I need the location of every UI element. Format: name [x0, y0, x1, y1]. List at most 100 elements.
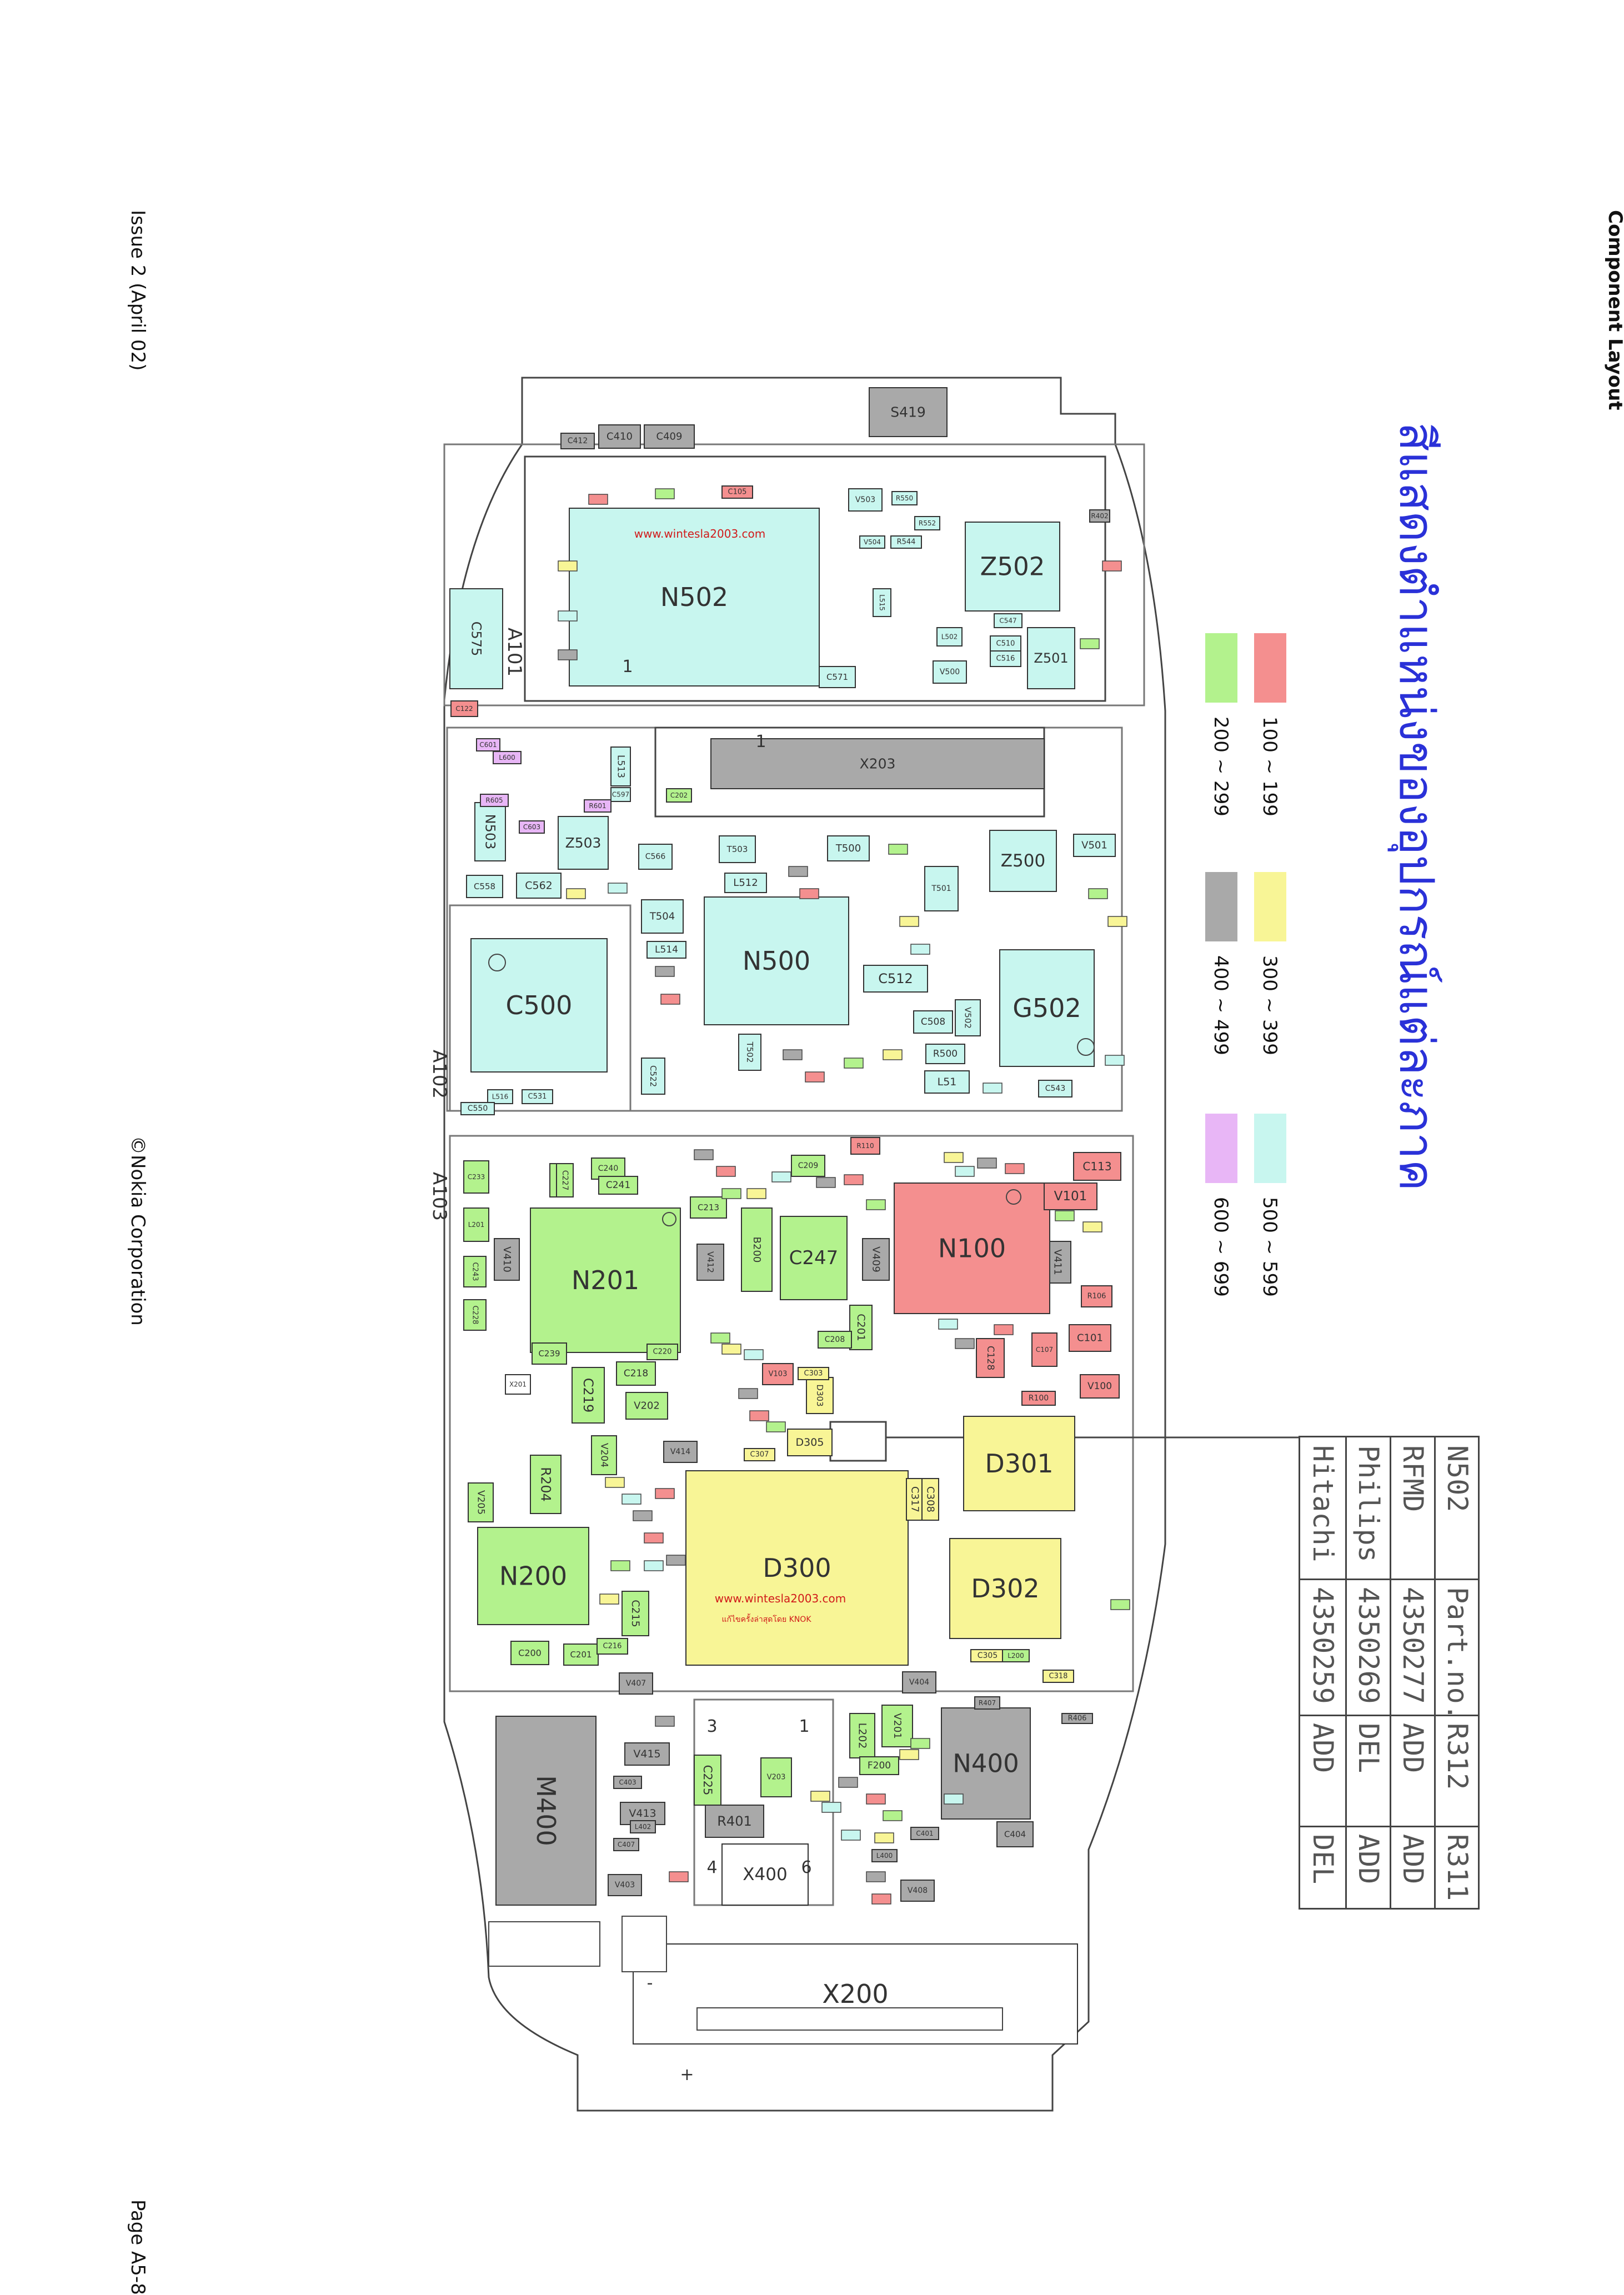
small-component	[799, 888, 819, 899]
component-body	[608, 1874, 642, 1896]
component-l402: L402	[630, 1820, 656, 1833]
component-body	[910, 1827, 939, 1840]
small-component	[1055, 1210, 1075, 1221]
component-label: N503	[483, 814, 498, 850]
component-c597: C597	[610, 787, 631, 802]
component-body	[1044, 1182, 1097, 1210]
pin-mark: 1	[622, 657, 633, 677]
component-label: C410	[607, 431, 633, 443]
component-body	[869, 387, 948, 437]
component-c122: C122	[450, 700, 478, 717]
component-label: V504	[864, 538, 881, 546]
component-v407: V407	[619, 1672, 653, 1695]
component-c240: C240	[591, 1157, 625, 1180]
component-v412: V412	[696, 1244, 724, 1281]
component-label: C566	[645, 853, 666, 861]
component-c202: C202	[666, 788, 692, 803]
component-label: V414	[670, 1447, 690, 1456]
component-n200: N200	[477, 1527, 589, 1625]
small-component	[771, 1171, 791, 1182]
component-r402: R402	[1089, 509, 1110, 523]
component-body	[818, 1331, 852, 1349]
pin-mark: 1	[755, 732, 766, 751]
component-body	[704, 896, 849, 1025]
component-v101: V101	[1044, 1182, 1097, 1210]
component-d301: D301	[963, 1416, 1075, 1511]
component-label: N201	[572, 1265, 639, 1295]
component-c303: C303	[798, 1367, 829, 1380]
component-label: X400	[743, 1865, 787, 1885]
small-component	[1102, 560, 1122, 572]
component-body	[463, 1207, 489, 1242]
component-body	[1069, 1324, 1111, 1352]
component-body	[558, 816, 609, 870]
component-label: V500	[940, 668, 960, 677]
connector-pads	[621, 1916, 667, 1972]
component-c566: C566	[638, 844, 673, 870]
component-c550: C550	[460, 1102, 495, 1115]
component-c220: C220	[646, 1344, 678, 1360]
component-body	[468, 1482, 494, 1522]
component-label: C216	[603, 1642, 622, 1651]
component-label: L202	[856, 1723, 869, 1749]
component-body	[493, 751, 522, 764]
component-label: X201	[509, 1381, 527, 1389]
component-g502: G502	[999, 949, 1095, 1067]
component-body	[1038, 1080, 1072, 1098]
component-label: V410	[501, 1246, 513, 1272]
small-component	[655, 488, 675, 499]
component-label: V205	[475, 1490, 487, 1515]
component-label: C113	[1082, 1160, 1111, 1173]
small-component	[783, 1049, 803, 1060]
component-body	[819, 666, 856, 688]
small-component	[841, 1830, 861, 1841]
component-body	[806, 1377, 834, 1414]
component-f200: F200	[859, 1756, 899, 1775]
component-v503: V503	[848, 488, 883, 512]
component-body	[848, 488, 883, 512]
component-c105: C105	[721, 485, 753, 499]
pin-mark: 3	[706, 1717, 717, 1736]
small-component	[655, 966, 675, 977]
pin-mark: 1	[799, 1717, 809, 1736]
component-body	[532, 1342, 567, 1365]
component-label: M400	[531, 1775, 561, 1846]
shield-frame	[524, 455, 1106, 702]
component-body	[480, 794, 509, 807]
component-label: C208	[825, 1335, 845, 1344]
component-label: C218	[624, 1368, 648, 1379]
component-body	[460, 1102, 495, 1115]
component-label: R544	[897, 538, 916, 547]
component-body	[965, 522, 1060, 612]
section-frame	[449, 904, 631, 1112]
component-c603: C603	[519, 820, 545, 834]
small-component	[608, 883, 628, 894]
small-component	[766, 1421, 786, 1432]
component-c512: C512	[863, 965, 928, 993]
pin1-circle	[1077, 1038, 1095, 1056]
component-l201: L201	[463, 1207, 489, 1242]
component-c317: C317	[906, 1478, 924, 1521]
component-body	[690, 1196, 727, 1219]
component-label: T503	[726, 844, 748, 854]
small-component	[883, 1049, 903, 1060]
small-component	[983, 1083, 1003, 1094]
component-c209: C209	[791, 1155, 825, 1177]
component-v205: V205	[468, 1482, 494, 1522]
small-component	[716, 1166, 736, 1177]
component-body	[613, 1838, 639, 1851]
component-c510: C510	[990, 635, 1021, 652]
component-z502: Z502	[965, 522, 1060, 612]
component-label: D303	[815, 1384, 825, 1406]
component-c601: C601	[476, 738, 500, 751]
component-label: Z500	[1001, 851, 1045, 871]
small-component	[1082, 1221, 1102, 1232]
component-label: C317	[909, 1486, 921, 1512]
small-component	[738, 1388, 758, 1399]
component-label: D302	[971, 1574, 1039, 1604]
component-n201: N201	[530, 1207, 681, 1353]
component-label: L512	[733, 877, 758, 889]
component-body	[787, 1429, 833, 1456]
component-body	[1021, 1391, 1056, 1406]
component-t504: T504	[641, 899, 684, 934]
